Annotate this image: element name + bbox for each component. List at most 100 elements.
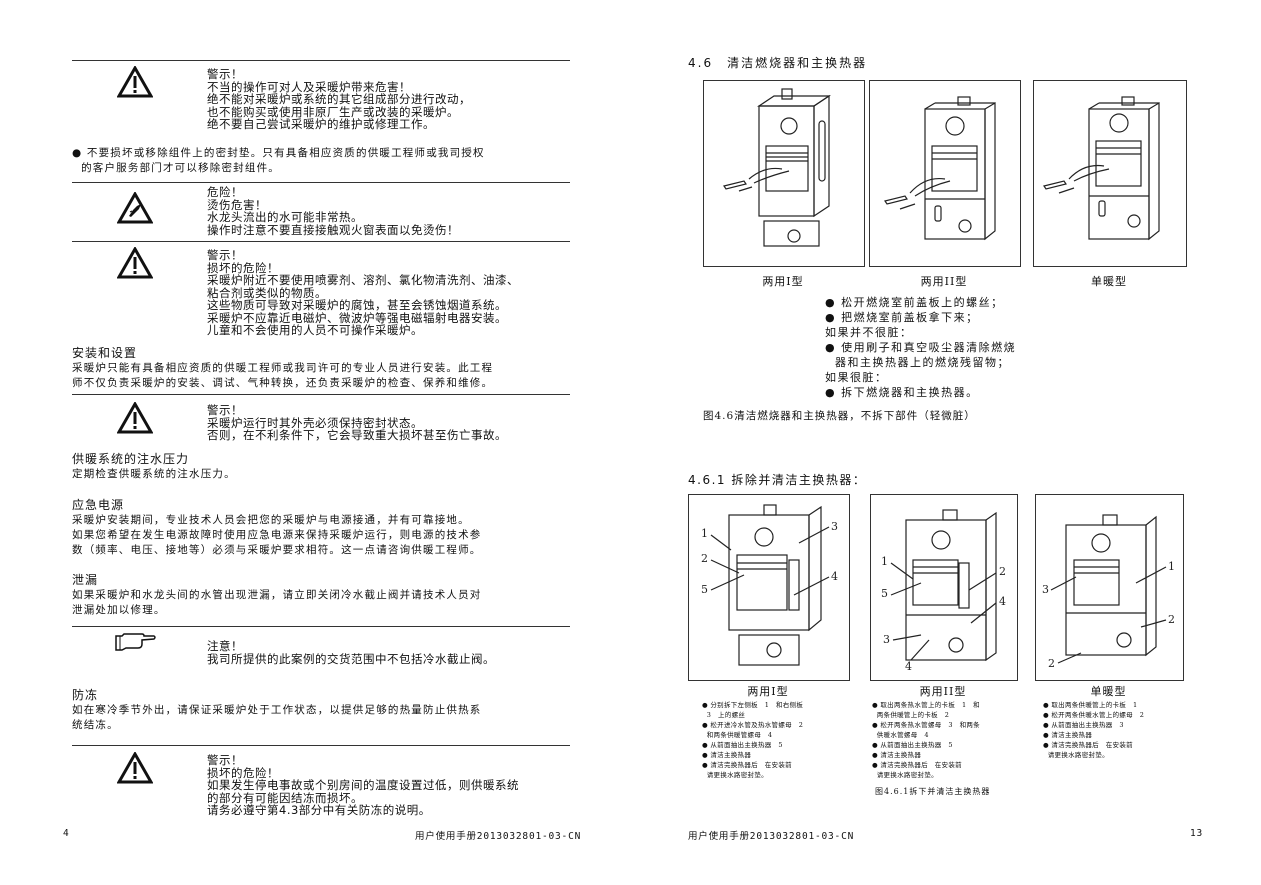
notice-line: 警示！ — [207, 67, 243, 81]
notice-line: 损坏的危险！ — [207, 765, 279, 780]
divider — [72, 626, 570, 627]
seal-bullet: ● 不要损坏或移除组件上的密封垫。只有具备相应资质的供暖工程师或我司授权 的客户… — [72, 146, 582, 176]
svg-text:3: 3 — [1042, 583, 1049, 596]
notice-line: 儿童和不会使用的人员不可操作采暖炉。 — [207, 323, 423, 337]
svg-text:3: 3 — [831, 520, 838, 533]
section-heading: 泄漏 — [72, 573, 99, 587]
paragraph-line: 如果您希望在发生电源故障时使用应急电源来保持采暖炉运行，则电源的技术参 — [72, 529, 482, 541]
step-line: ● 松开燃烧室前盖板上的螺丝； — [825, 296, 1004, 309]
svg-text:5: 5 — [881, 587, 888, 600]
step-line: ● 清洁完换热器后 在安装前 — [702, 761, 792, 769]
notice-line: 绝不要自己尝试采暖炉的维护或修理工作。 — [207, 117, 435, 131]
step-line: ● 从前面抽出主换热器 5 — [872, 741, 953, 749]
warning-notice-3: 警示！ 采暖炉运行时其外壳必须保持密封状态。 否则，在不利条件下，它会导致重大损… — [72, 402, 572, 447]
section-title: 4.6.1 拆除并清洁主换热器： — [688, 473, 867, 487]
step-line: ● 取出两条供暖管上的卡板 1 — [1043, 701, 1138, 709]
removal-steps-type2: ● 取出两条热水管上的卡板 1 和 两条供暖管上的卡板 2 ● 松开两条热水管螺… — [872, 700, 980, 780]
boiler-illustration-icon: 1 5 3 4 2 4 — [881, 509, 1006, 673]
step-line: ● 清洁主换热器 — [702, 751, 752, 759]
notice-line: 采暖炉不应靠近电磁炉、微波炉等强电磁辐射电器安装。 — [207, 310, 507, 325]
step-line: 3 上的螺丝 — [702, 711, 746, 719]
leak-section: 泄漏 如果采暖炉和水龙头间的水管出现泄漏，请立即关闭冷水截止阀并请技术人员对 泄… — [72, 573, 582, 618]
warning-triangle-icon — [117, 402, 153, 434]
step-line: 请更换水路密封垫。 — [872, 771, 938, 779]
notice-line: 烫伤危害！ — [207, 197, 267, 212]
figure-caption: 两用II型 — [919, 685, 967, 698]
page-number: 13 — [1190, 828, 1204, 839]
svg-text:1: 1 — [1168, 560, 1175, 573]
notice-line: 损坏的危险！ — [207, 260, 279, 275]
paragraph-line: 师不仅负责采暖炉的安装、调试、气种转换，还负责采暖炉的检查、保养和维修。 — [72, 377, 494, 389]
paragraph-line: 泄漏处加以修理。 — [72, 604, 166, 616]
svg-text:2: 2 — [999, 565, 1006, 578]
svg-text:4: 4 — [831, 570, 838, 583]
warning-triangle-icon — [117, 66, 153, 98]
section-heading: 供暖系统的注水压力 — [72, 452, 190, 466]
boiler-illustration-icon — [884, 96, 996, 241]
step-line: ● 取出两条热水管上的卡板 1 和 — [872, 701, 980, 709]
section-heading: 应急电源 — [72, 498, 125, 512]
paragraph-line: 定期检查供暖系统的注水压力。 — [72, 468, 236, 480]
svg-text:2: 2 — [1048, 657, 1055, 670]
notice-line: 危险！ — [207, 185, 243, 199]
notice-line: 注意！ — [207, 639, 243, 653]
notice-line: 操作时注意不要直接接触观火窗表面以免烫伤！ — [207, 222, 459, 237]
pointing-hand-icon — [115, 633, 156, 651]
section-heading: 防冻 — [72, 688, 99, 702]
warning-notice-1: 警示！ 不当的操作可对人及采暖炉带来危害！ 绝不能对采暖炉或系统的其它组成部分进… — [72, 66, 572, 136]
svg-text:3: 3 — [883, 633, 890, 646]
step-line: ● 分别拆下左侧板 1 和右侧板 — [702, 701, 804, 709]
step-line: ● 松开进冷水管及热水管螺母 2 — [702, 721, 804, 729]
step-line: 供暖水管螺母 4 — [872, 731, 929, 739]
notice-line: 请务必遵守第4.3部分中有关防冻的说明。 — [207, 803, 431, 817]
svg-text:5: 5 — [701, 583, 708, 596]
step-line: 和两条供暖管螺母 4 — [702, 731, 773, 739]
divider — [72, 394, 570, 395]
notice-line: 水龙头流出的水可能非常热。 — [207, 210, 363, 224]
paragraph-line: 采暖炉安装期间，专业技术人员会把您的采暖炉与电源接通，并有可靠接地。 — [72, 514, 470, 526]
step-line: ● 从前面抽出主换热器 3 — [1043, 721, 1124, 729]
step-line: ● 松开两条供暖水管上的螺母 2 — [1043, 711, 1145, 719]
paragraph-line: 如果采暖炉和水龙头间的水管出现泄漏，请立即关闭冷水截止阀并请技术人员对 — [72, 589, 482, 601]
section-title: 4.6 清洁燃烧器和主换热器 — [688, 56, 868, 70]
caution-notice: 注意！ 我司所提供的此案例的交货范围中不包括冷水截止阀。 — [72, 632, 572, 672]
install-section: 安装和设置 采暖炉只能有具备相应资质的供暖工程师或我司许可的专业人员进行安装。此… — [72, 346, 582, 391]
svg-text:2: 2 — [701, 552, 708, 565]
step-line: ● 清洁主换热器 — [1043, 731, 1093, 739]
boiler-exploded-figure: 3 1 2 2 — [1035, 494, 1184, 681]
step-line: 如果并不很脏： — [825, 326, 913, 339]
figure-caption: 两用II型 — [920, 275, 968, 288]
svg-text:1: 1 — [701, 527, 708, 540]
boiler-figure — [1033, 80, 1187, 267]
step-line: 请更换水路密封垫。 — [1043, 751, 1109, 759]
step-line: ● 把燃烧室前盖板拿下来； — [825, 311, 979, 324]
paragraph-line: 采暖炉只能有具备相应资质的供暖工程师或我司许可的专业人员进行安装。此工程 — [72, 362, 494, 374]
divider — [72, 745, 570, 746]
divider — [72, 60, 570, 61]
step-line: ● 使用刷子和真空吸尘器清除燃烧 — [825, 341, 1017, 354]
left-page: 警示！ 不当的操作可对人及采暖炉带来危害！ 绝不能对采暖炉或系统的其它组成部分进… — [0, 0, 630, 885]
notice-line: 我司所提供的此案例的交货范围中不包括冷水截止阀。 — [207, 651, 495, 666]
svg-text:1: 1 — [881, 555, 888, 568]
notice-line: 如果发生停电事故或个别房间的温度设置过低，则供暖系统 — [207, 778, 519, 792]
page-footer: 用户使用手册2013032801-03-CN — [415, 831, 582, 842]
emergency-power-section: 应急电源 采暖炉安装期间，专业技术人员会把您的采暖炉与电源接通，并有可靠接地。 … — [72, 498, 582, 558]
divider — [72, 241, 570, 242]
pressure-section: 供暖系统的注水压力 定期检查供暖系统的注水压力。 — [72, 452, 582, 482]
section-heading: 安装和设置 — [72, 346, 138, 360]
removal-steps-heating-only: ● 取出两条供暖管上的卡板 1 ● 松开两条供暖水管上的螺母 2 ● 从前面抽出… — [1043, 700, 1144, 760]
svg-text:4: 4 — [905, 660, 912, 673]
figure-caption: 两用I型 — [762, 275, 804, 288]
paragraph-line: 统结冻。 — [72, 719, 119, 731]
danger-notice: 危险！ 烫伤危害！ 水龙头流出的水可能非常热。 操作时注意不要直接接触观火窗表面… — [72, 186, 572, 238]
divider — [72, 182, 570, 183]
notice-line: 采暖炉运行时其外壳必须保持密封状态。 — [207, 415, 423, 430]
boiler-illustration-icon: 3 1 2 2 — [1042, 514, 1175, 670]
page-number: 4 — [63, 828, 70, 839]
step-line: 如果很脏： — [825, 371, 888, 384]
notice-line: 也不能购买或使用非原厂生产或改装的采暖炉。 — [207, 104, 459, 119]
warning-triangle-icon — [117, 752, 153, 784]
bullet-line: ● 不要损坏或移除组件上的密封垫。只有具备相应资质的供暖工程师或我司授权 — [72, 147, 485, 159]
boiler-illustration-icon — [723, 88, 831, 247]
figure-title: 图4.6.1拆下并清洁主换热器 — [875, 787, 991, 796]
